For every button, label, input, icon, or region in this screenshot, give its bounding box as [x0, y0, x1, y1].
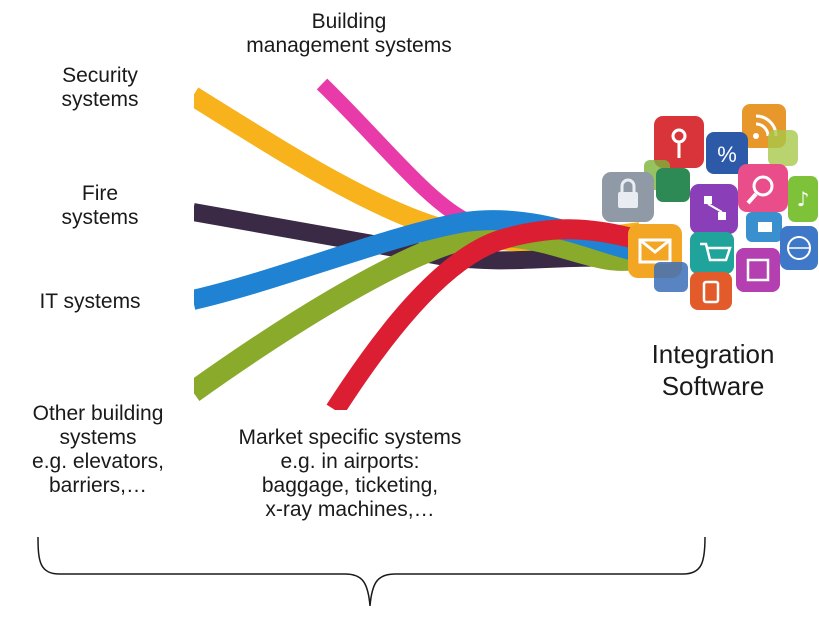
cart-icon — [690, 232, 734, 274]
label-security-systems: Security systems — [61, 64, 139, 111]
percent-icon — [706, 132, 748, 174]
grouping-brace — [37, 536, 706, 607]
label-integration-software: Integration Software — [651, 339, 775, 401]
network-icon — [690, 184, 738, 234]
app-icon-cluster: % ♪ — [602, 104, 818, 310]
magnifier-icon — [738, 164, 788, 212]
cable-bundle — [186, 78, 643, 416]
svg-text:♪: ♪ — [797, 187, 810, 211]
label-market-specific-systems: Market specific systems e.g. in airports… — [238, 426, 462, 521]
film-icon — [736, 248, 780, 292]
phone-icon — [690, 272, 732, 310]
svg-text:%: % — [717, 142, 737, 167]
label-other-building-systems: Other building systems e.g. elevators, b… — [32, 402, 164, 497]
label-building-management: Building management systems — [246, 10, 452, 57]
label-fire-systems: Fire systems — [61, 182, 139, 229]
music-icon — [788, 176, 818, 222]
cable-red — [326, 219, 643, 416]
cable-green — [186, 225, 643, 401]
label-it-systems: IT systems — [39, 290, 141, 313]
